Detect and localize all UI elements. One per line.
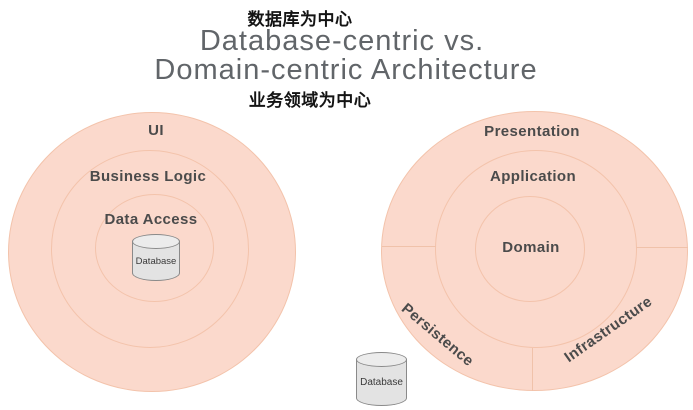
right-database-icon: Database [356,352,407,406]
left-label-business-logic: Business Logic [89,168,207,185]
main-title-line-1: Database-centric vs. [199,25,485,57]
left-ring-middle [51,150,249,348]
left-label-data-access: Data Access [104,211,198,228]
left-database-label: Database [135,256,177,267]
left-label-ui: UI [148,122,164,139]
cylinder-top-ellipse [132,234,180,249]
chinese-caption-top: 数据库为中心 [247,10,353,29]
right-ring-inner [475,196,585,302]
sector-divider-bottom [532,348,533,391]
right-database-label: Database [360,377,403,388]
cylinder-top-ellipse [356,352,407,367]
chinese-caption-bottom: 业务领域为中心 [248,91,372,110]
right-label-domain: Domain [502,239,560,256]
sector-divider-right [636,247,688,248]
right-label-application: Application [489,168,577,185]
main-title-line-2: Domain-centric Architecture [154,54,538,86]
cylinder-body [356,359,407,406]
right-label-presentation: Presentation [484,123,580,140]
sector-divider-left [382,246,436,247]
left-database-icon: Database [132,234,180,281]
